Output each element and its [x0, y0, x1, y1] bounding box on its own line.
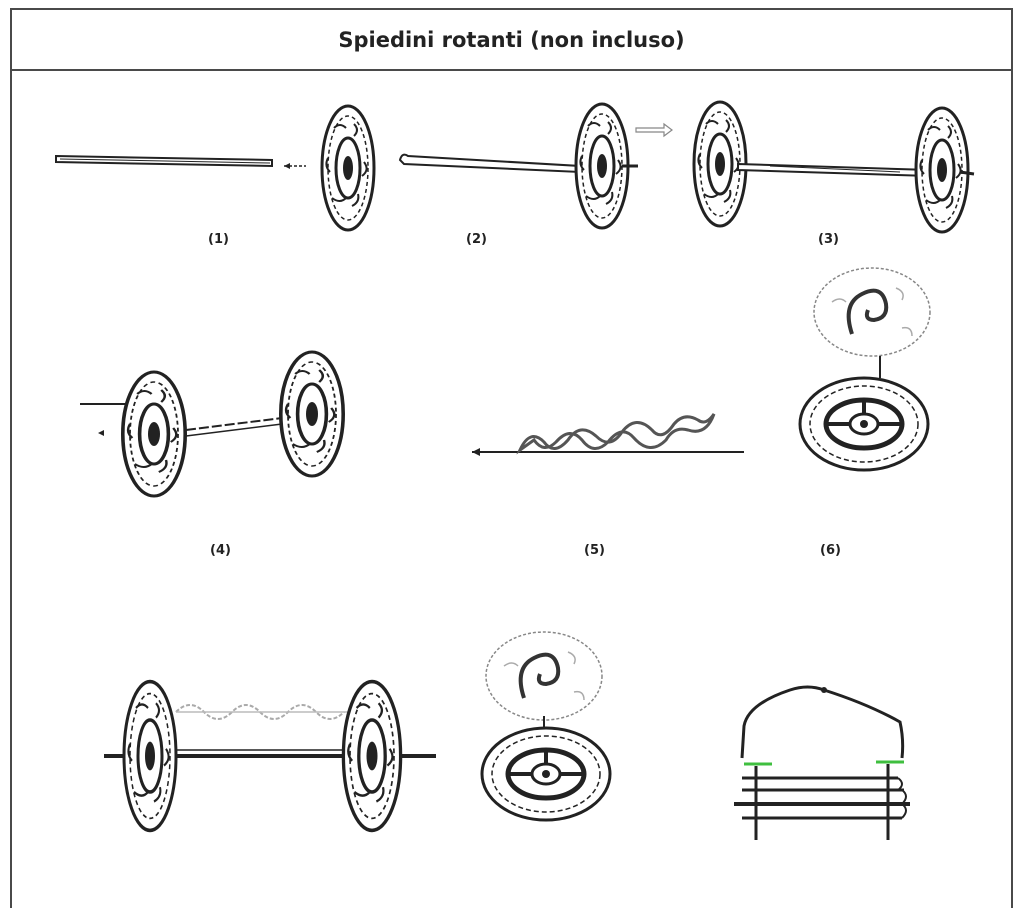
step-1-illustration: [55, 104, 376, 232]
step-label-4: (4): [210, 543, 231, 558]
step-label-6: (6): [820, 543, 841, 558]
step-label-3: (3): [818, 232, 839, 247]
page-title: Spiedini rotanti (non incluso): [338, 27, 685, 52]
assembled-rotisserie-illustration: [104, 679, 436, 833]
step-2-illustration: [398, 102, 673, 230]
step-label-2: (2): [466, 232, 487, 247]
diagram-frame: Spiedini rotanti (non incluso): [10, 8, 1013, 908]
step-5-illustration: [472, 413, 744, 456]
wheel-detail-illustration: [482, 630, 610, 820]
step-label-1: (1): [208, 232, 229, 247]
step-6-illustration: [800, 266, 932, 470]
step-4-illustration: [80, 350, 346, 498]
grill-basket-illustration: [734, 685, 910, 840]
step-3-illustration: [692, 100, 975, 234]
step-label-5: (5): [584, 543, 605, 558]
title-bar: Spiedini rotanti (non incluso): [12, 10, 1011, 71]
